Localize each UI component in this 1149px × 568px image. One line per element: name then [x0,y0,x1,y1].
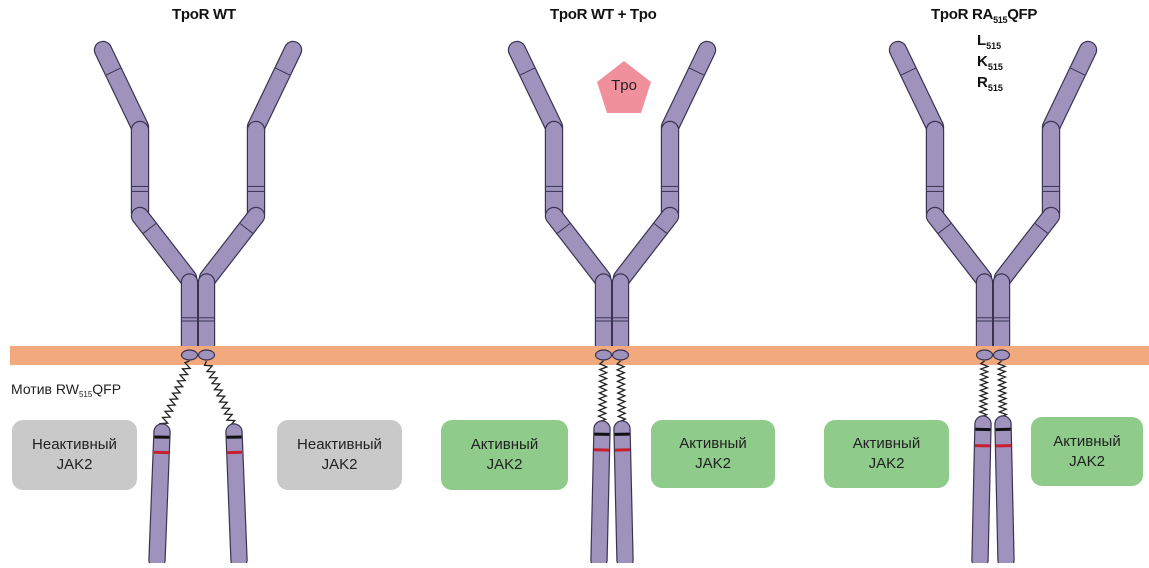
tpo-ligand-label: Tpo [598,77,650,94]
mutant-ecd-low-left-fill [935,216,983,278]
wt-ecd-top-left [103,50,140,127]
jak2-state: Активный [679,434,746,454]
mutant-linker-left [980,361,988,420]
wt-linker-left [160,361,190,428]
wt-tpo-ecd-low-left [554,216,602,278]
mutant-ecd-low-right-fill [1003,216,1051,278]
wt-tpo-icd-disc-left [596,350,612,360]
mutant-linker-right [998,361,1006,420]
panel-title-wt-tpo: TpoR WT + Tpo [550,6,657,23]
wt-ecd-low-left-fill [140,216,188,278]
mutant-icd-disc-right [994,350,1010,360]
jak2-box-inactive-right: Неактивный JAK2 [277,420,402,490]
mutant-ecd-top-left-fill [898,50,935,127]
wt-tpo-ecd-top-left [517,50,554,127]
jak2-name: JAK2 [487,455,523,475]
mutation-letter: R [977,74,988,91]
wt-linker-right [205,361,235,428]
jak2-name: JAK2 [869,454,905,474]
jak2-name: JAK2 [1069,452,1105,472]
jak2-name: JAK2 [57,455,93,475]
wt-tpo-icd-disc-right [613,350,629,360]
wt-tpo-ecd-top-right-fill [670,50,707,127]
mutant-ecd-top-right [1051,50,1088,127]
mutation-r: R515 [977,75,1003,96]
wt-ecd-top-right [256,50,293,127]
wt-ecd-top-right-fill [256,50,293,127]
wt-ecd-low-left [140,216,188,278]
mutation-letter: L [977,32,986,49]
jak2-state: Активный [1053,432,1120,452]
mutation-k: K515 [977,54,1003,75]
mutant-ecd-low-right [1003,216,1051,278]
wt-tpo-ecd-low-right-fill [622,216,670,278]
wt-tpo-linker-right [617,361,625,425]
wt-tpo-ecd-top-left-fill [517,50,554,127]
wt-icd-disc-left [182,350,198,360]
wt-tpo-ecd-top-right [670,50,707,127]
jak2-box-active-mutant-right: Активный JAK2 [1031,417,1143,486]
jak2-box-active-wt-left: Активный JAK2 [441,420,568,490]
mutant-ecd-low-left [935,216,983,278]
motif-label: Мотив RW515QFP [11,381,121,399]
mutation-position: 515 [988,62,1003,72]
mutation-position: 515 [988,83,1003,93]
jak2-name: JAK2 [322,455,358,475]
wt-tpo-ecd-low-right [622,216,670,278]
jak2-name: JAK2 [695,454,731,474]
mutant-ecd-top-left [898,50,935,127]
jak2-state: Активный [471,435,538,455]
jak2-state: Неактивный [32,435,117,455]
wt-ecd-low-right [208,216,256,278]
mutation-position: 515 [986,41,1001,51]
mutation-l: L515 [977,33,1003,54]
mutant-icd-disc-left [977,350,993,360]
wt-icd-disc-right [199,350,215,360]
mutation-letter: K [977,53,988,70]
jak2-state: Неактивный [297,435,382,455]
mutant-title-subscript: 515 [993,15,1007,25]
mutation-list: L515 K515 R515 [977,33,1003,96]
motif-suffix: QFP [92,381,121,397]
jak2-state: Активный [853,434,920,454]
wt-ecd-low-right-fill [208,216,256,278]
motif-subscript: 515 [79,390,92,399]
jak2-box-active-mutant-left: Активный JAK2 [824,420,949,488]
panel-title-mutant: TpoR RA515QFP [931,6,1037,25]
mutant-title-suffix: QFP [1007,6,1037,23]
wt-tpo-ecd-low-left-fill [554,216,602,278]
wt-ecd-top-left-fill [103,50,140,127]
mutant-title-prefix: TpoR RA [931,6,993,23]
panel-title-wt: TpoR WT [172,6,236,23]
jak2-box-inactive-left: Неактивный JAK2 [12,420,137,490]
motif-prefix: Мотив RW [11,381,79,397]
jak2-box-active-wt-right: Активный JAK2 [651,420,775,488]
mutant-ecd-top-right-fill [1051,50,1088,127]
wt-tpo-linker-left [599,361,607,425]
